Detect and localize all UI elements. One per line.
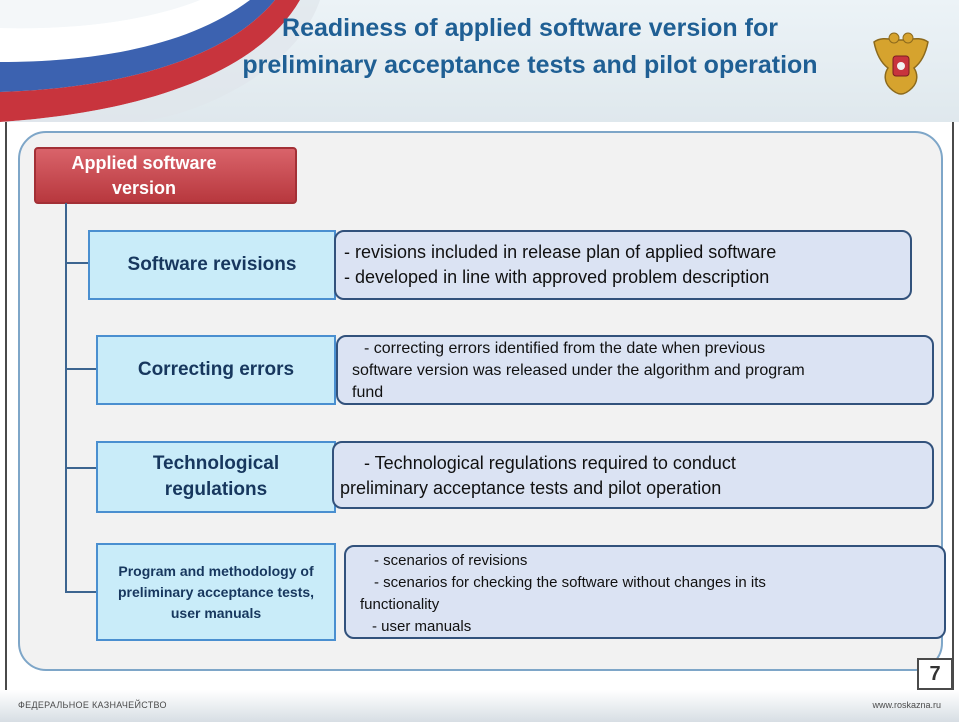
desc-line: - Technological regulations required to … [364, 453, 736, 473]
desc-line: functionality [360, 596, 440, 613]
desc-technological-regulations: - Technological regulations required to … [332, 441, 934, 509]
desc-line: - user manuals [372, 618, 472, 635]
desc-correcting-errors: - correcting errors identified from the … [336, 335, 934, 405]
flag-decoration-icon [0, 0, 320, 122]
tree-connector-1 [65, 262, 97, 264]
desc-line: - developed in line with approved proble… [344, 267, 770, 287]
node-technological-regulations: Technological regulations [96, 441, 336, 513]
desc-line: - revisions included in release plan of … [344, 242, 777, 262]
node-label: Program and methodology of preliminary a… [117, 562, 315, 621]
desc-line: preliminary acceptance tests and pilot o… [340, 478, 722, 498]
node-software-revisions: Software revisions [88, 230, 336, 300]
tree-connector-4 [65, 591, 97, 593]
desc-program-methodology: - scenarios of revisions - scenarios for… [344, 545, 946, 639]
desc-software-revisions: - revisions included in release plan of … [334, 230, 912, 300]
slide-footer: ФЕДЕРАЛЬНОЕ КАЗНАЧЕЙСТВО www.roskazna.ru [0, 690, 959, 722]
node-program-methodology: Program and methodology of preliminary a… [96, 543, 336, 641]
root-label: Applied software version [71, 153, 217, 198]
page-number-label: 7 [929, 662, 941, 685]
footer-website: www.roskazna.ru [872, 700, 941, 710]
desc-line: - scenarios for checking the software wi… [374, 574, 766, 591]
page-number: 7 [917, 658, 953, 690]
node-label: Technological regulations [152, 453, 280, 500]
treasury-emblem-icon [873, 32, 929, 95]
root-node: Applied software version [34, 147, 297, 204]
desc-line: fund [352, 384, 384, 401]
tree-connector-3 [65, 467, 97, 469]
tree-connector-vertical [65, 203, 67, 592]
node-label: Software revisions [127, 254, 297, 275]
desc-line: software version was released under the … [352, 362, 805, 379]
desc-line: - correcting errors identified from the … [364, 340, 766, 357]
slide-title: Readiness of applied software version fo… [242, 14, 818, 79]
tree-connector-2 [65, 368, 97, 370]
node-correcting-errors: Correcting errors [96, 335, 336, 405]
footer-organization: ФЕДЕРАЛЬНОЕ КАЗНАЧЕЙСТВО [18, 700, 167, 710]
node-label: Correcting errors [137, 359, 295, 380]
desc-line: - scenarios of revisions [374, 552, 528, 569]
slide-header: Readiness of applied software version fo… [0, 0, 959, 122]
